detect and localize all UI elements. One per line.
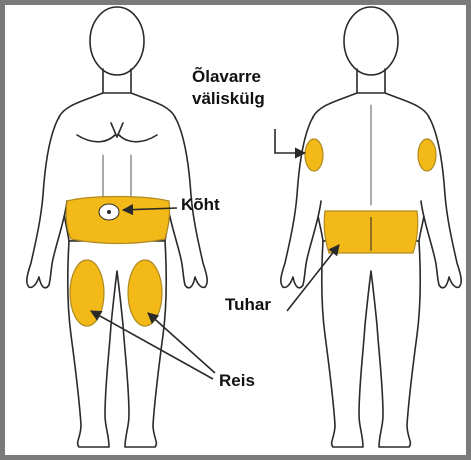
- label-upper-arm-line1: Õlavarre: [192, 67, 261, 86]
- front-left-arm: [27, 117, 67, 288]
- abdomen-zone: [66, 197, 169, 244]
- label-thigh: Reis: [219, 371, 255, 390]
- back-head: [344, 7, 398, 75]
- left-upper-arm-zone: [305, 139, 323, 171]
- label-buttocks: Tuhar: [225, 295, 271, 314]
- label-abdomen: Kõht: [181, 195, 220, 214]
- back-legs: [322, 241, 421, 447]
- right-upper-arm-zone: [418, 139, 436, 171]
- right-thigh-zone: [128, 260, 162, 326]
- arm-arrow: [275, 129, 305, 153]
- label-upper-arm-line2: väliskülg: [192, 89, 265, 108]
- front-head: [90, 7, 144, 75]
